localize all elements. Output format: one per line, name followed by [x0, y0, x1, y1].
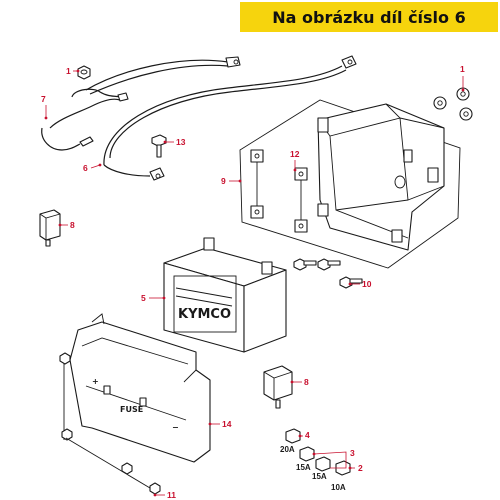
relay-part-8-lower[interactable]	[263, 365, 293, 409]
leader-lines	[44, 69, 465, 497]
bracket-part-12[interactable]	[250, 149, 308, 233]
callout-8-lower: 8	[304, 377, 309, 387]
fuse-rating-10a: 10A	[331, 483, 346, 492]
fuse-plate-part-14[interactable]: FUSE + −	[69, 313, 211, 463]
callout-11: 11	[167, 490, 176, 500]
callout-2: 2	[358, 463, 363, 473]
callout-12: 12	[290, 149, 300, 159]
callout-1-right: 1	[460, 64, 465, 74]
callout-6: 6	[83, 163, 88, 173]
fuse-rating-15a-first: 15A	[296, 463, 311, 472]
fuse-ratings: 20A 15A 15A 10A	[280, 445, 346, 492]
battery-box-frame	[239, 99, 461, 269]
callout-3: 3	[350, 448, 355, 458]
battery-box-part-9[interactable]	[317, 103, 445, 251]
screws-part-11[interactable]	[59, 352, 161, 495]
relay-part-8-upper[interactable]	[39, 209, 61, 247]
bolt-part-13[interactable]	[151, 134, 167, 158]
info-banner: Na obrázku díl číslo 6	[240, 2, 498, 32]
callout-5: 5	[141, 293, 146, 303]
battery-brand: KYMCO	[178, 307, 231, 322]
callout-14: 14	[222, 419, 232, 429]
battery-part-5[interactable]: KYMCO	[163, 237, 287, 353]
banner-text: Na obrázku díl číslo 6	[272, 7, 466, 27]
callout-13: 13	[176, 137, 186, 147]
nut-part-1-left[interactable]	[77, 65, 91, 80]
fuse-rating-20a: 20A	[280, 445, 295, 454]
callout-labels: 1 1 2 3 4 5 6 7 8 8 9 10 11 12 13 14	[41, 64, 465, 500]
svg-text:+: +	[92, 377, 99, 386]
callout-8-upper: 8	[70, 220, 75, 230]
callout-10: 10	[362, 279, 372, 289]
fuse-plate-label: FUSE	[120, 405, 143, 414]
fuse-part-4[interactable]	[285, 428, 301, 444]
callout-4: 4	[305, 430, 310, 440]
callout-9: 9	[221, 176, 226, 186]
svg-text:−: −	[172, 423, 179, 432]
wire-part-7[interactable]	[41, 88, 129, 151]
callout-7: 7	[41, 94, 46, 104]
callout-1-left: 1	[66, 66, 71, 76]
fuse-rating-15a-second: 15A	[312, 472, 327, 481]
nut-part-1-right[interactable]	[433, 87, 473, 121]
bolts-part-10[interactable]	[293, 258, 363, 289]
cable-part-6[interactable]	[85, 55, 357, 181]
fuses-part-3[interactable]	[299, 446, 331, 472]
